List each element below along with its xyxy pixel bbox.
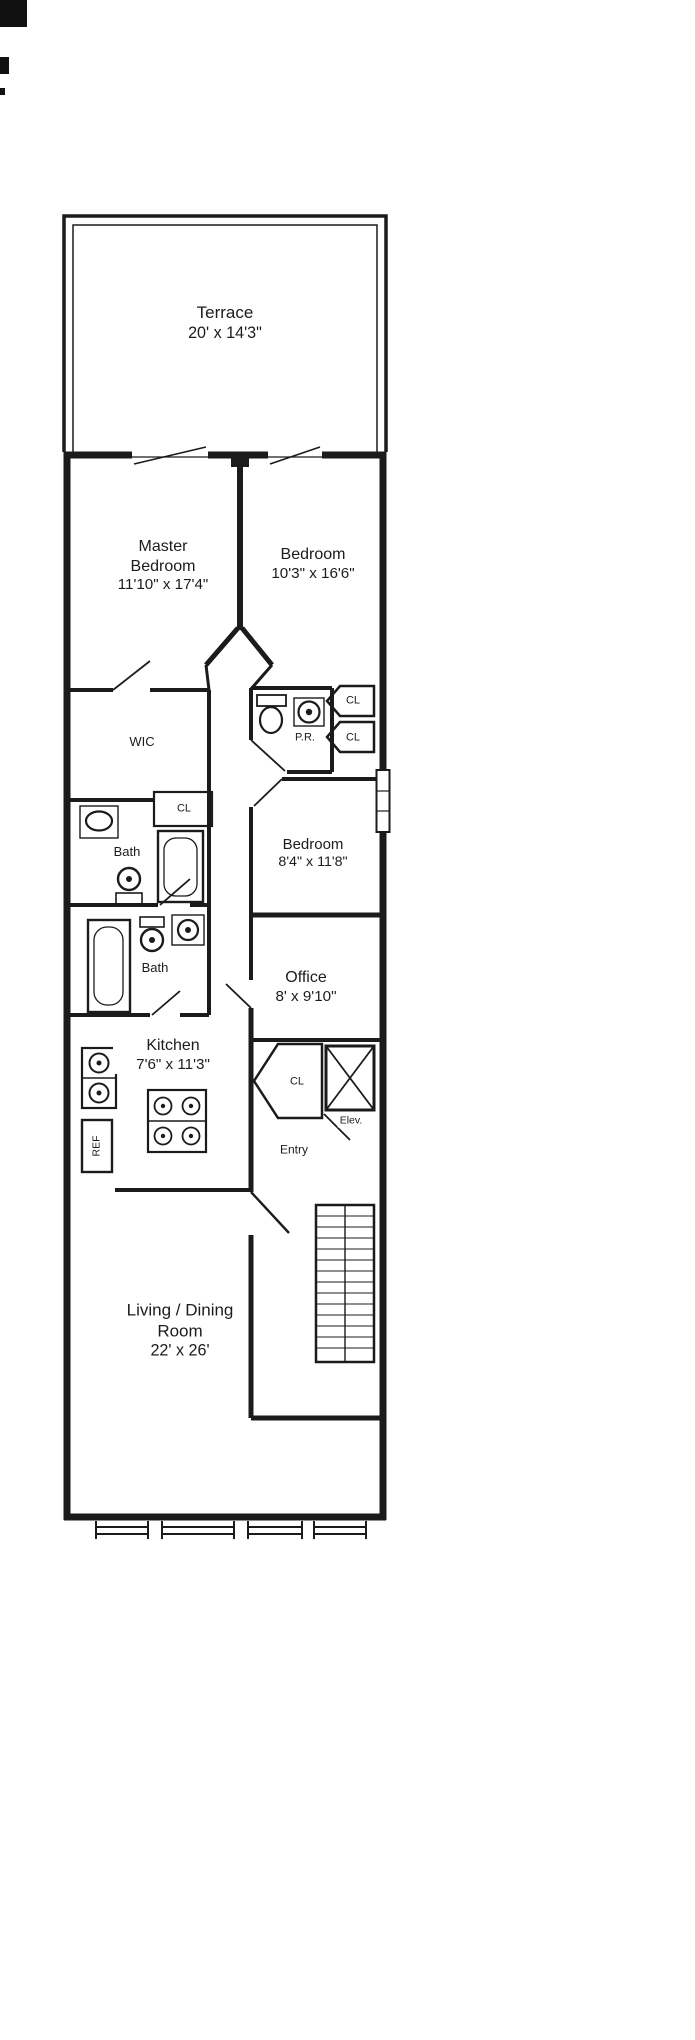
room-name: CL [345,731,361,744]
toilet-icon [139,916,165,953]
room-label-closet-right-bottom: CL [346,731,360,744]
terrace-door-openings [132,446,322,465]
room-dims: 7'6" x 11'3" [113,1055,233,1075]
room-label-closet-right-top: CL [346,694,360,707]
elevator-box [324,1044,376,1112]
terrace-walls [62,214,388,452]
room-label-bath-lower: Bath [139,960,171,976]
cooktop-island-icon [146,1088,208,1154]
room-name: CL [176,802,192,815]
room-name: CL [289,1075,305,1088]
room-label-terrace: Terrace 20' x 14'3" [145,303,305,343]
room-label-kitchen: Kitchen 7'6" x 11'3" [113,1035,233,1075]
room-name: Bath [113,844,141,860]
room-dims: 20' x 14'3" [188,323,262,342]
room-name: Kitchen [113,1035,233,1056]
room-name: Terrace [196,302,254,322]
room-name: WIC [129,734,155,750]
room-label-bedroom-right: Bedroom 10'3" x 16'6" [248,545,378,583]
room-name: Bedroom [280,545,346,563]
toilet-icon [115,866,143,905]
closet-mid-box [152,790,214,828]
scan-artifacts [0,0,27,95]
room-label-closet-mid: CL [177,802,191,815]
kitchen-fixtures [80,1046,208,1174]
room-name: Living / Dining Room [126,1300,234,1341]
room-dims: 8' x 9'10" [275,987,337,1005]
sink-icon [79,805,119,839]
closet-right-boxes [325,684,376,754]
bath-lower-fixtures [86,914,205,1014]
room-label-elevator: Elev. [337,1114,365,1128]
room-dims: 22' x 26' [150,1341,210,1360]
right-wall-window [375,769,391,833]
powder-room-fixtures [256,694,325,735]
room-label-master-bedroom: Master Bedroom 11'10" x 17'4" [107,537,219,595]
stairs [314,1203,376,1364]
room-label-closet-entry: CL [290,1075,304,1088]
range-icon [80,1046,118,1110]
room-name: Bedroom [282,836,344,854]
room-name: Elev. [337,1114,365,1128]
sink-icon [293,697,325,727]
room-label-bedroom-small: Bedroom 8'4" x 11'8" [248,836,378,872]
room-label-wic: WIC [112,734,172,750]
interior-walls [67,455,383,1421]
room-name: Bath [139,960,171,976]
bottom-windows [95,1521,367,1539]
room-label-bath-upper: Bath [114,844,141,860]
bathtub-icon [86,918,132,1014]
room-name: Entry [279,1142,309,1157]
room-name: P.R. [293,731,317,745]
bath-upper-fixtures [79,805,205,905]
room-dims: 10'3" x 16'6" [271,564,355,582]
bathtub-icon [156,829,205,904]
entry-closet-box [252,1042,324,1120]
sink-icon [171,914,205,946]
room-label-powder-room: P.R. [293,731,317,745]
room-label-entry: Entry [280,1143,308,1158]
room-label-living-dining: Living / Dining Room 22' x 26' [115,1300,245,1361]
room-label-office: Office 8' x 9'10" [246,968,366,1006]
room-label-refrigerator: REF [91,1136,104,1157]
room-dims: 8'4" x 11'8" [278,854,348,871]
room-name: CL [345,694,361,707]
room-dims: 11'10" x 17'4" [117,576,209,594]
toilet-icon [256,694,287,735]
unit-outer-walls [63,451,387,1521]
door-swings [112,660,351,1234]
room-name: Office [285,968,327,986]
refrigerator-box [80,1118,114,1174]
room-name: REF [90,1135,103,1157]
room-name: Master Bedroom [130,538,196,575]
